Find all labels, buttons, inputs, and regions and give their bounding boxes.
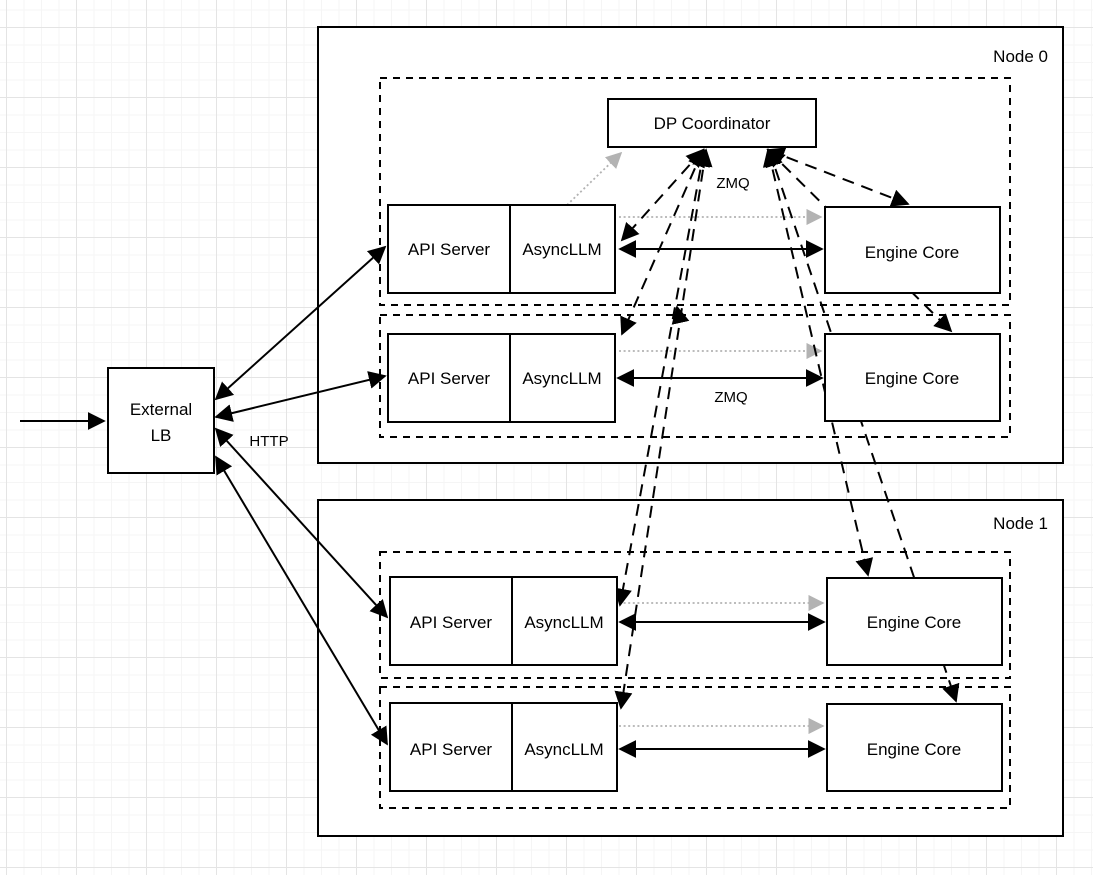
node1-label: Node 1 <box>993 514 1048 533</box>
edge-coordinator-async-node1-row1 <box>614 148 713 710</box>
node0-row0-engine-core-box: Engine Core <box>824 206 1001 294</box>
node1-row0-api-async-box: API Server AsyncLLM <box>389 576 618 666</box>
external-lb-label-line1: External <box>130 400 192 419</box>
api-server-label: API Server <box>408 240 491 259</box>
engine-core-label: Engine Core <box>867 740 962 759</box>
engine-core-label: Engine Core <box>867 613 962 632</box>
node0-label: Node 0 <box>993 47 1048 66</box>
zmq-coordinator-edge-label: ZMQ <box>716 175 749 192</box>
api-server-label: API Server <box>410 740 493 759</box>
edge-artifact-arrowhead <box>671 305 690 325</box>
async-llm-label: AsyncLLM <box>524 613 603 632</box>
dp-coordinator-box: DP Coordinator <box>607 98 817 148</box>
dp-coordinator-label: DP Coordinator <box>654 114 771 133</box>
external-lb-box: External LB <box>107 367 215 474</box>
engine-core-label: Engine Core <box>865 369 960 388</box>
edge-lb-node0-api1 <box>214 371 387 422</box>
external-lb-label-line2: LB <box>151 426 172 445</box>
async-llm-label: AsyncLLM <box>522 369 601 388</box>
engine-core-label: Engine Core <box>865 243 960 262</box>
node0-row1-api-async-box: API Server AsyncLLM <box>387 333 616 423</box>
async-llm-label: AsyncLLM <box>524 740 603 759</box>
node1-row0-engine-core-box: Engine Core <box>826 577 1003 666</box>
edge-async0-coordinator-dotted <box>566 151 623 206</box>
node1-row1-api-async-box: API Server AsyncLLM <box>389 702 618 792</box>
api-server-label: API Server <box>410 613 493 632</box>
edge-lb-node1-api1 <box>215 455 388 746</box>
async-llm-label: AsyncLLM <box>522 240 601 259</box>
node1-row1-engine-core-box: Engine Core <box>826 703 1003 792</box>
node0-row0-api-async-box: API Server AsyncLLM <box>387 204 616 294</box>
http-edge-label: HTTP <box>249 433 288 450</box>
zmq-engine-edge-label: ZMQ <box>714 389 747 406</box>
api-server-label: API Server <box>408 369 491 388</box>
node0-row1-engine-core-box: Engine Core <box>824 333 1001 422</box>
